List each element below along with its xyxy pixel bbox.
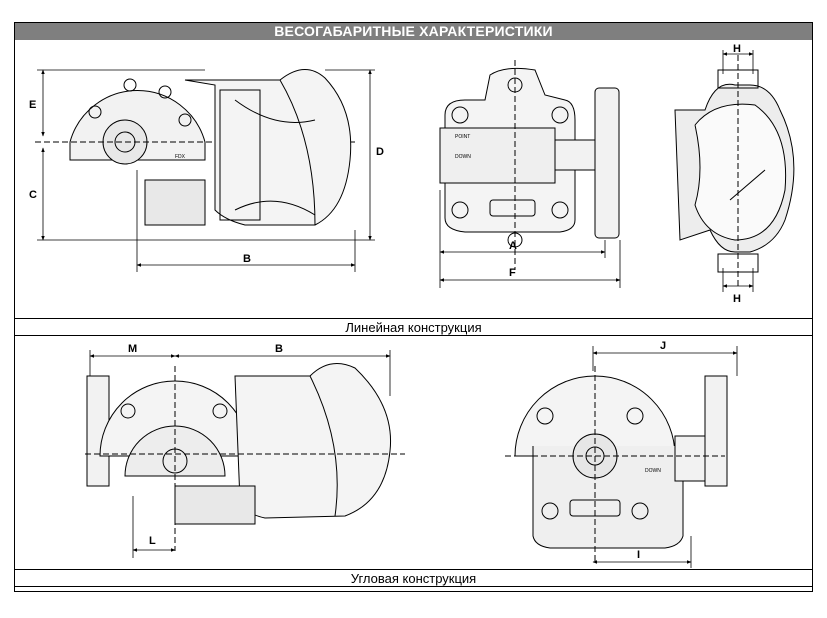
dim-label-c: C (29, 189, 37, 201)
dim-label-j: J (660, 340, 666, 352)
side-view-body: FDX (144, 69, 352, 226)
angle-drawings: DOWN M B L J I (15, 336, 812, 569)
dim-label-h-top: H (733, 43, 741, 55)
angle-drawing-svg: DOWN M B L J I (85, 340, 738, 568)
angle-caption: Угловая конструкция (15, 569, 812, 587)
dim-label-d: D (376, 146, 384, 158)
marking-point: POINT (455, 134, 470, 140)
dim-label-e: E (29, 99, 36, 111)
dim-label-f: F (509, 267, 516, 279)
dim-label-l: L (149, 535, 156, 547)
section-view-dimensions (722, 50, 754, 292)
dim-label-h-bottom: H (733, 293, 741, 305)
angle-marking-down: DOWN (645, 468, 661, 474)
linear-drawing-svg: FDX (29, 43, 795, 305)
angle-front-dimensions (592, 346, 738, 568)
dim-label-b-angle: B (275, 343, 283, 355)
spec-sheet: ВЕСОГАБАРИТНЫЕ ХАРАКТЕРИСТИКИ (14, 22, 813, 592)
dim-label-m: M (128, 343, 137, 355)
front-view (439, 60, 620, 270)
side-view-dimensions (37, 69, 375, 272)
dim-label-i: I (637, 549, 640, 561)
marking-down: DOWN (455, 154, 471, 160)
section-title: ВЕСОГАБАРИТНЫЕ ХАРАКТЕРИСТИКИ (15, 23, 812, 40)
angle-front-view (505, 366, 728, 561)
dim-label-b: B (243, 253, 251, 265)
section-view (674, 55, 795, 288)
angle-side-dimensions (89, 350, 391, 558)
front-view-dimensions (439, 190, 621, 288)
svg-text:FDX: FDX (175, 154, 186, 160)
linear-drawings: FDX (15, 40, 812, 318)
angle-side-view (85, 363, 405, 551)
dim-label-a: A (509, 240, 517, 252)
linear-caption: Линейная конструкция (15, 318, 812, 336)
